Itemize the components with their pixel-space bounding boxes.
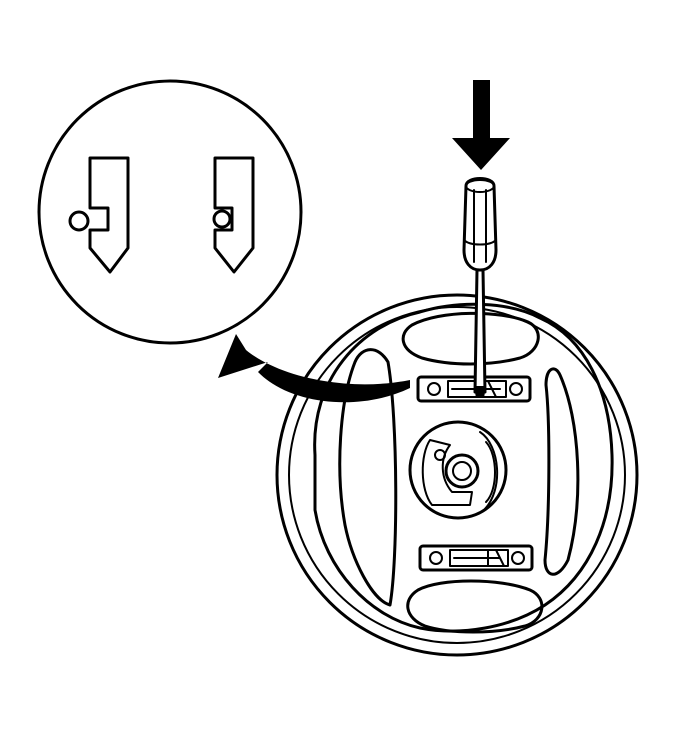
- down-arrow-icon: [452, 80, 510, 170]
- wheel-window-right: [543, 367, 580, 576]
- screwdriver-icon: [462, 177, 498, 398]
- wheel-window-bottom: [406, 579, 544, 634]
- wheel-rim-inner: [288, 306, 626, 644]
- wheel-rim-outer: [275, 293, 639, 657]
- wheel-hub: [408, 420, 508, 520]
- detail-view: [37, 79, 303, 345]
- detail-view-circle: [37, 79, 303, 345]
- steering-wheel: [275, 293, 639, 657]
- release-clip-open: [68, 156, 130, 274]
- wheel-window-top: [401, 311, 540, 366]
- pin-engaged: [212, 209, 232, 229]
- release-clip-engaged: [212, 156, 255, 274]
- curved-arrow-icon: [218, 334, 410, 403]
- wheel-window-left: [338, 348, 398, 607]
- release-bracket-lower: [418, 544, 534, 572]
- pin-outside: [68, 210, 90, 232]
- wheel-spoke-frame: [313, 302, 614, 633]
